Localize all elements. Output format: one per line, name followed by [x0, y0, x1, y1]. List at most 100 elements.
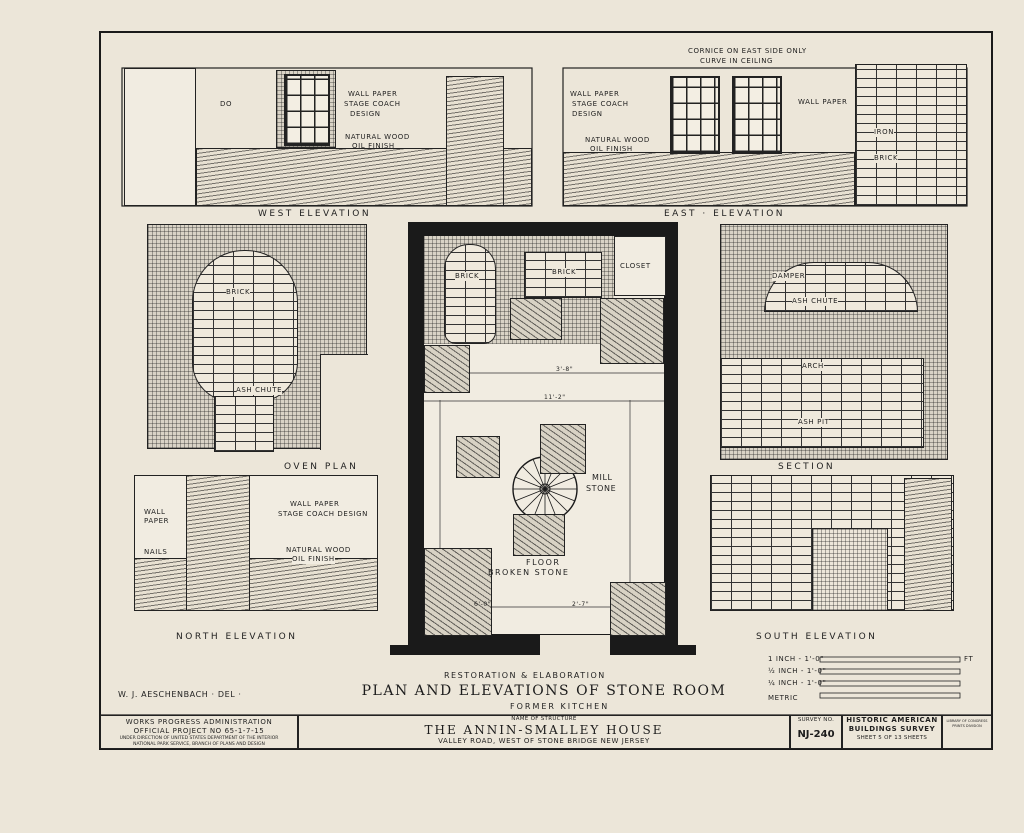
plan-dim-4: 2'-7" [572, 601, 590, 608]
scale-row-3: ¼ Inch - 1'-0" [768, 679, 827, 687]
oven-ash-chute [214, 396, 274, 452]
west-door [446, 76, 504, 206]
east-elevation-title: East · Elevation [664, 209, 786, 219]
survey-title-1: Historic American [846, 716, 938, 724]
north-note-wall: Wall [144, 508, 166, 516]
east-note-3: Stage Coach [572, 100, 629, 108]
survey-title-2: Buildings Survey [848, 725, 936, 733]
east-note-4: Design [572, 110, 603, 118]
east-note-cornice: Cornice on east side only [688, 47, 807, 55]
east-note-2: Wall Paper [570, 90, 620, 98]
agency-line-1: Works Progress Administration [125, 718, 273, 726]
south-door [904, 478, 952, 611]
oven-note-ash: Ash Chute [236, 386, 283, 395]
survey-number: NJ-240 [797, 729, 835, 740]
plan-note-broken-stone: Broken Stone [488, 568, 570, 577]
east-note-iron: Iron [874, 128, 895, 137]
plan-note-floor: Floor [526, 558, 561, 567]
house-location: Valley Road, west of Stone Bridge New Je… [438, 737, 650, 745]
east-note-6: Oil Finish [590, 145, 633, 153]
sheet-subtitle: Former Kitchen [510, 702, 610, 711]
sheet-title: Plan and Elevations of Stone Room [361, 683, 727, 699]
north-wainscot [134, 558, 378, 611]
survey-no-block: Survey No. NJ-240 [790, 715, 842, 749]
section-title: Section [778, 462, 836, 472]
oven-plan-notch [320, 354, 368, 450]
structure-label: Name of Structure [511, 716, 577, 722]
plan-note-brick-2: Brick [552, 268, 577, 277]
north-note-nails: Nails [144, 548, 168, 556]
west-elevation-title: West Elevation [258, 209, 372, 219]
north-elevation-title: North Elevation [176, 632, 298, 642]
east-note-5: Natural Wood [585, 136, 650, 144]
oven-note-brick: Brick [226, 288, 251, 297]
north-note-wallpaper: Wall Paper [290, 500, 340, 508]
library-block: Library of Congress Prints Division [942, 715, 992, 749]
west-note-5: Oil Finish [352, 142, 395, 150]
section-note-ash-pit: Ash Pit [798, 418, 830, 427]
stone-1 [510, 298, 562, 340]
south-elevation-title: South Elevation [756, 632, 878, 642]
house-name: The Annin-Smalley House [424, 723, 664, 737]
section-arch-top [764, 262, 918, 312]
plan-dim-3: 6'-0" [474, 601, 492, 608]
west-note-3: Design [350, 110, 381, 118]
scale-unit: FT [964, 655, 974, 663]
drafter-signature: W. J. Aeschenbach · Del · [118, 690, 242, 699]
library-line-2: Prints Division [952, 724, 982, 728]
plan-note-closet: Closet [620, 262, 651, 270]
plan-note-brick-1: Brick [455, 272, 480, 281]
oven-plan-title: Oven Plan [284, 462, 359, 472]
north-note-oil: Oil Finish [292, 555, 335, 564]
stone-4 [456, 436, 500, 478]
sheet-info: Sheet 5 of 13 Sheets [856, 735, 928, 741]
east-note-brick: Brick [874, 154, 899, 163]
south-fireplace-opening [812, 528, 888, 611]
west-note-1: Wall Paper [348, 90, 398, 98]
stone-5 [540, 424, 586, 474]
stone-6 [513, 514, 565, 556]
structure-block: Name of Structure The Annin-Smalley Hous… [298, 715, 790, 749]
plan-dim-2: 11'-2" [544, 394, 566, 401]
plan-oven [444, 244, 496, 344]
section-note-ash: Ash Chute [792, 297, 839, 306]
plan-note-stone: Stone [586, 484, 617, 493]
stone-2 [600, 298, 664, 364]
plan-dim-1: 3'-8" [556, 366, 574, 373]
scale-row-4: Metric [768, 694, 799, 702]
west-window [284, 74, 330, 146]
stone-7 [424, 548, 492, 636]
survey-title-block: Historic American Buildings Survey Sheet… [842, 715, 942, 749]
title-prefix: Restoration & Elaboration [444, 671, 606, 680]
west-note-do: Do [220, 100, 233, 108]
section-hearth [720, 358, 924, 448]
section-note-arch: Arch [802, 362, 824, 371]
agency-block: Works Progress Administration Official P… [100, 715, 298, 749]
library-line-1: Library of Congress [946, 719, 988, 723]
east-note-7: Wall Paper [798, 98, 848, 106]
west-door-left [124, 68, 196, 206]
stone-3 [424, 345, 470, 393]
north-note-wood: Natural Wood [286, 546, 351, 555]
west-note-4: Natural Wood [345, 133, 410, 141]
north-note-design: Stage Coach Design [278, 510, 369, 518]
north-note-paper: Paper [144, 517, 170, 525]
plan-closet [614, 236, 666, 296]
oven-dome [192, 250, 298, 402]
survey-label: Survey No. [797, 717, 835, 723]
east-window-2 [732, 76, 782, 154]
east-note-curve: Curve in ceiling [700, 57, 774, 65]
scale-row-1: 1 Inch - 1'-0" [768, 655, 825, 663]
agency-line-4: National Park Service, Branch of Plans a… [133, 742, 265, 747]
stone-8 [610, 582, 666, 636]
west-note-2: Stage Coach [344, 100, 401, 108]
agency-line-3: Under direction of United States Departm… [119, 736, 279, 741]
east-wainscot [563, 152, 855, 206]
east-chimney [855, 64, 967, 206]
section-note-damper: Damper [772, 272, 806, 281]
east-window-1 [670, 76, 720, 154]
plan-note-mill: Mill [592, 473, 613, 482]
scale-row-2: ½ Inch - 1'-0" [768, 667, 827, 675]
agency-line-2: Official Project No 65-1-7-15 [133, 727, 265, 735]
north-door [186, 475, 250, 611]
